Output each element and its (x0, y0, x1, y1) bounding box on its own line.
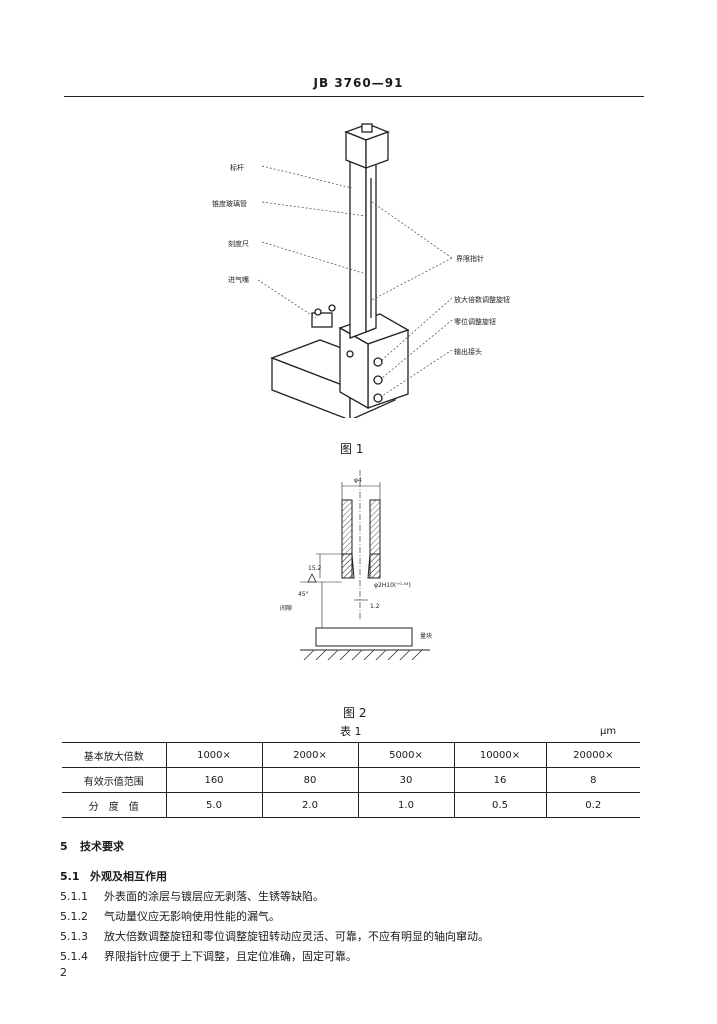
table-cell: 2000× (261, 742, 358, 768)
table-cell: 分 度 值 (62, 792, 166, 818)
label-lingwei: 零位调整旋钮 (454, 317, 496, 326)
clause-number: 5.1.3 (60, 930, 88, 943)
table-row: 有效示值范围 160 80 30 16 8 (62, 767, 640, 793)
body-front (339, 326, 369, 410)
header-rule (64, 96, 644, 97)
subsection-title: 外观及相互作用 (90, 870, 167, 883)
table-row: 基本放大倍数 1000× 2000× 5000× 10000× 20000× (62, 742, 640, 768)
table-1-title: 表 1 (340, 725, 362, 738)
output-connector (373, 393, 383, 403)
clause-text: 外表面的涂层与镀层应无剥落、生锈等缺陷。 (104, 890, 324, 903)
label-zhuidu: 锥度玻璃管 (212, 199, 247, 208)
spec-table: 基本放大倍数 1000× 2000× 5000× 10000× 20000× 有… (62, 742, 640, 818)
table-cell: 5.0 (165, 792, 262, 818)
label-small-dim: 1.2 (370, 603, 380, 610)
table-cell: 10000× (453, 742, 546, 768)
magnification-knob (373, 357, 383, 367)
table-cell: 20000× (545, 742, 640, 768)
clause-text: 气动量仪应无影响使用性能的漏气。 (104, 910, 280, 923)
table-cell: 基本放大倍数 (62, 742, 166, 768)
table-cell: 0.2 (545, 792, 640, 818)
table-cell: 5000× (357, 742, 454, 768)
subsection-5-1-heading: 5.1 外观及相互作用 (60, 868, 167, 884)
table-cell: 80 (261, 767, 358, 793)
table-1-unit: μm (600, 726, 617, 737)
base-front (271, 357, 351, 418)
section-number: 5 (60, 840, 68, 853)
clause-number: 5.1.4 (60, 950, 88, 963)
zero-knob (373, 375, 383, 385)
label-height-dim: 15.2 (308, 565, 322, 572)
label-angle: 45° (298, 591, 309, 598)
table-cell: 16 (453, 767, 546, 793)
section-title: 技术要求 (80, 840, 124, 853)
cap-side (365, 131, 389, 169)
section-5-heading: 5 技术要求 (60, 838, 124, 854)
table-row: 分 度 值 5.0 2.0 1.0 0.5 0.2 (62, 792, 640, 818)
clause-text: 放大倍数调整旋钮和零位调整旋钮转动应灵活、可靠，不应有明显的轴向窜动。 (104, 930, 489, 943)
table-cell: 0.5 (453, 792, 546, 818)
figure-2-drawing: φ4 15.2 φ2H10(⁺⁰·⁰⁴) 45° 1.2 间隙 量块 (280, 470, 432, 661)
label-block: 量块 (420, 632, 432, 640)
intake-nozzle (311, 312, 333, 328)
clause-text: 界限指针应便于上下调整，且定位准确，固定可靠。 (104, 950, 357, 963)
figure-1-caption: 图 1 (340, 442, 364, 456)
label-biaogan: 标杆 (230, 163, 244, 172)
table-cell: 8 (545, 767, 640, 793)
table-cell: 1000× (165, 742, 262, 768)
table-cell: 1.0 (357, 792, 454, 818)
label-shuchu: 输出接头 (454, 347, 482, 356)
label-fit: φ2H10(⁺⁰·⁰⁴) (374, 582, 411, 589)
table-cell: 160 (165, 767, 262, 793)
clause: 5.1.2 气动量仪应无影响使用性能的漏气。 (60, 908, 280, 924)
page-number: 2 (60, 966, 67, 979)
figure-1-drawing: 标杆 锥度玻璃管 刻度尺 进气嘴 界限指针 放大倍数调整旋钮 零位调整旋钮 输出… (212, 123, 510, 418)
table-cell: 2.0 (261, 792, 358, 818)
cap-knob (361, 123, 373, 133)
label-jiexian: 界限指针 (456, 254, 484, 263)
label-jinqizui: 进气嘴 (228, 275, 249, 284)
table-cell: 有效示值范围 (62, 767, 166, 793)
table-cell: 30 (357, 767, 454, 793)
subsection-number: 5.1 (60, 870, 80, 883)
column-front (349, 147, 367, 339)
clause: 5.1.3 放大倍数调整旋钮和零位调整旋钮转动应灵活、可靠，不应有明显的轴向窜动。 (60, 928, 489, 944)
label-fangda: 放大倍数调整旋钮 (454, 295, 510, 304)
clause: 5.1.4 界限指针应便于上下调整，且定位准确，固定可靠。 (60, 948, 357, 964)
figure-2-caption: 图 2 (343, 706, 367, 720)
label-kedu: 刻度尺 (228, 239, 249, 248)
standard-code: JB 3760—91 (313, 76, 404, 90)
clause-number: 5.1.1 (60, 890, 88, 903)
label-gap: 间隙 (280, 604, 292, 612)
label-diameter: φ4 (354, 477, 362, 484)
clause-number: 5.1.2 (60, 910, 88, 923)
clause: 5.1.1 外表面的涂层与镀层应无剥落、生锈等缺陷。 (60, 888, 324, 904)
